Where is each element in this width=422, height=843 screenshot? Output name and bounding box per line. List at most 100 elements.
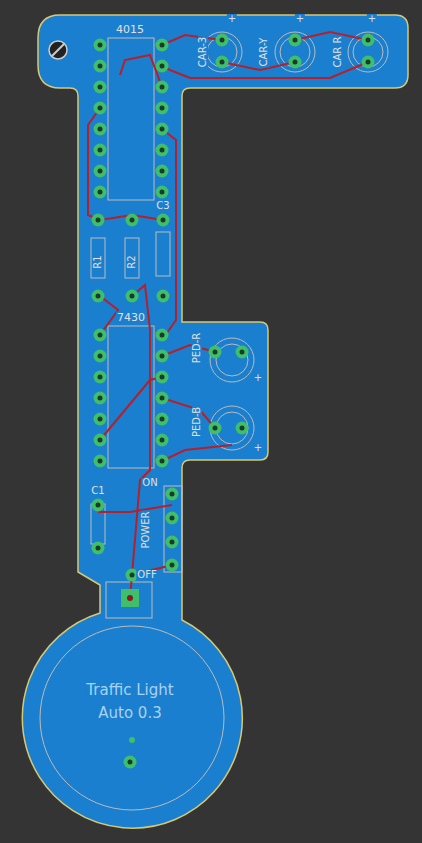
pad [289, 56, 302, 69]
drill-hole [240, 350, 245, 355]
drill-hole [98, 438, 103, 443]
resistor-outline [91, 238, 105, 278]
pad [289, 34, 302, 47]
pad [94, 350, 107, 363]
drill-hole [98, 169, 103, 174]
capacitor-label: C3 [155, 201, 170, 211]
ic-outline [108, 38, 154, 200]
pad [94, 39, 107, 52]
drill-hole [240, 426, 245, 431]
drill-hole [98, 64, 103, 69]
drill-hole [98, 396, 103, 401]
pad [94, 81, 107, 94]
pad [94, 165, 107, 178]
pad [166, 488, 179, 501]
pad [236, 346, 249, 359]
pad [156, 392, 169, 405]
pad [94, 329, 107, 342]
pad [156, 329, 169, 342]
drill-hole [161, 218, 166, 223]
pad [126, 214, 139, 227]
pad [92, 290, 105, 303]
led-label: CAR R [333, 36, 343, 69]
polarity-mark: + [295, 14, 305, 24]
drill-hole [160, 127, 165, 132]
board-outline [22, 15, 408, 828]
drill-hole [160, 43, 165, 48]
ic-outline [108, 326, 154, 468]
battery-center-mark [129, 737, 135, 743]
pad [92, 214, 105, 227]
pad [156, 350, 169, 363]
drill-hole [160, 417, 165, 422]
pad [94, 413, 107, 426]
pad [124, 756, 137, 769]
drill-hole [160, 85, 165, 90]
led-ring [207, 37, 237, 67]
pad [209, 422, 222, 435]
drill-hole [130, 294, 135, 299]
drill-hole [160, 375, 165, 380]
drill-hole [160, 354, 165, 359]
pad [216, 34, 229, 47]
led-label: CAR-3 [198, 36, 208, 68]
drill-hole [160, 459, 165, 464]
led-label: PED-R [192, 332, 202, 365]
drill-hole [130, 573, 135, 578]
drill-hole [96, 294, 101, 299]
pad [156, 186, 169, 199]
drill-hole [130, 218, 135, 223]
drill-hole [98, 43, 103, 48]
switch-label: OFF [136, 570, 157, 580]
led-ring [210, 406, 254, 450]
polarity-mark: + [227, 14, 237, 24]
drill-hole [96, 546, 101, 551]
pad [156, 39, 169, 52]
board-version: Auto 0.3 [97, 706, 162, 721]
trace [162, 35, 222, 45]
drill-hole [98, 190, 103, 195]
drill-hole [220, 38, 225, 43]
trace [162, 445, 232, 461]
pad [362, 56, 375, 69]
pad [126, 290, 139, 303]
drill-hole [98, 417, 103, 422]
drill-hole [366, 38, 371, 43]
drill-hole [98, 354, 103, 359]
drill-hole [160, 438, 165, 443]
drill-hole [170, 516, 175, 521]
drill-hole [96, 503, 101, 508]
drill-hole [160, 169, 165, 174]
pad [94, 60, 107, 73]
pad [94, 123, 107, 136]
resistor-outline [125, 238, 139, 278]
led-ring [280, 37, 310, 67]
switch-outline [164, 486, 182, 572]
switch-label: POWER [141, 510, 151, 549]
drill-hole [160, 148, 165, 153]
battery-tab [106, 582, 152, 618]
pad [94, 455, 107, 468]
mounting-hole [49, 41, 67, 59]
drill-hole [98, 333, 103, 338]
pad [94, 392, 107, 405]
switch-label: ON [141, 478, 158, 488]
drill-hole [160, 190, 165, 195]
trace [120, 55, 162, 87]
led-label: PED-B [192, 406, 202, 438]
drill-hole [98, 106, 103, 111]
ic-label: 7430 [116, 312, 146, 323]
drill-hole [160, 333, 165, 338]
mounting-hole-slot [52, 44, 64, 56]
pad [216, 56, 229, 69]
drill-hole [170, 492, 175, 497]
pad [94, 102, 107, 115]
pad [94, 371, 107, 384]
pad [92, 499, 105, 512]
polarity-mark: + [367, 14, 377, 24]
resistor-label: R2 [127, 254, 137, 269]
drill-hole [170, 540, 175, 545]
pad [157, 214, 170, 227]
